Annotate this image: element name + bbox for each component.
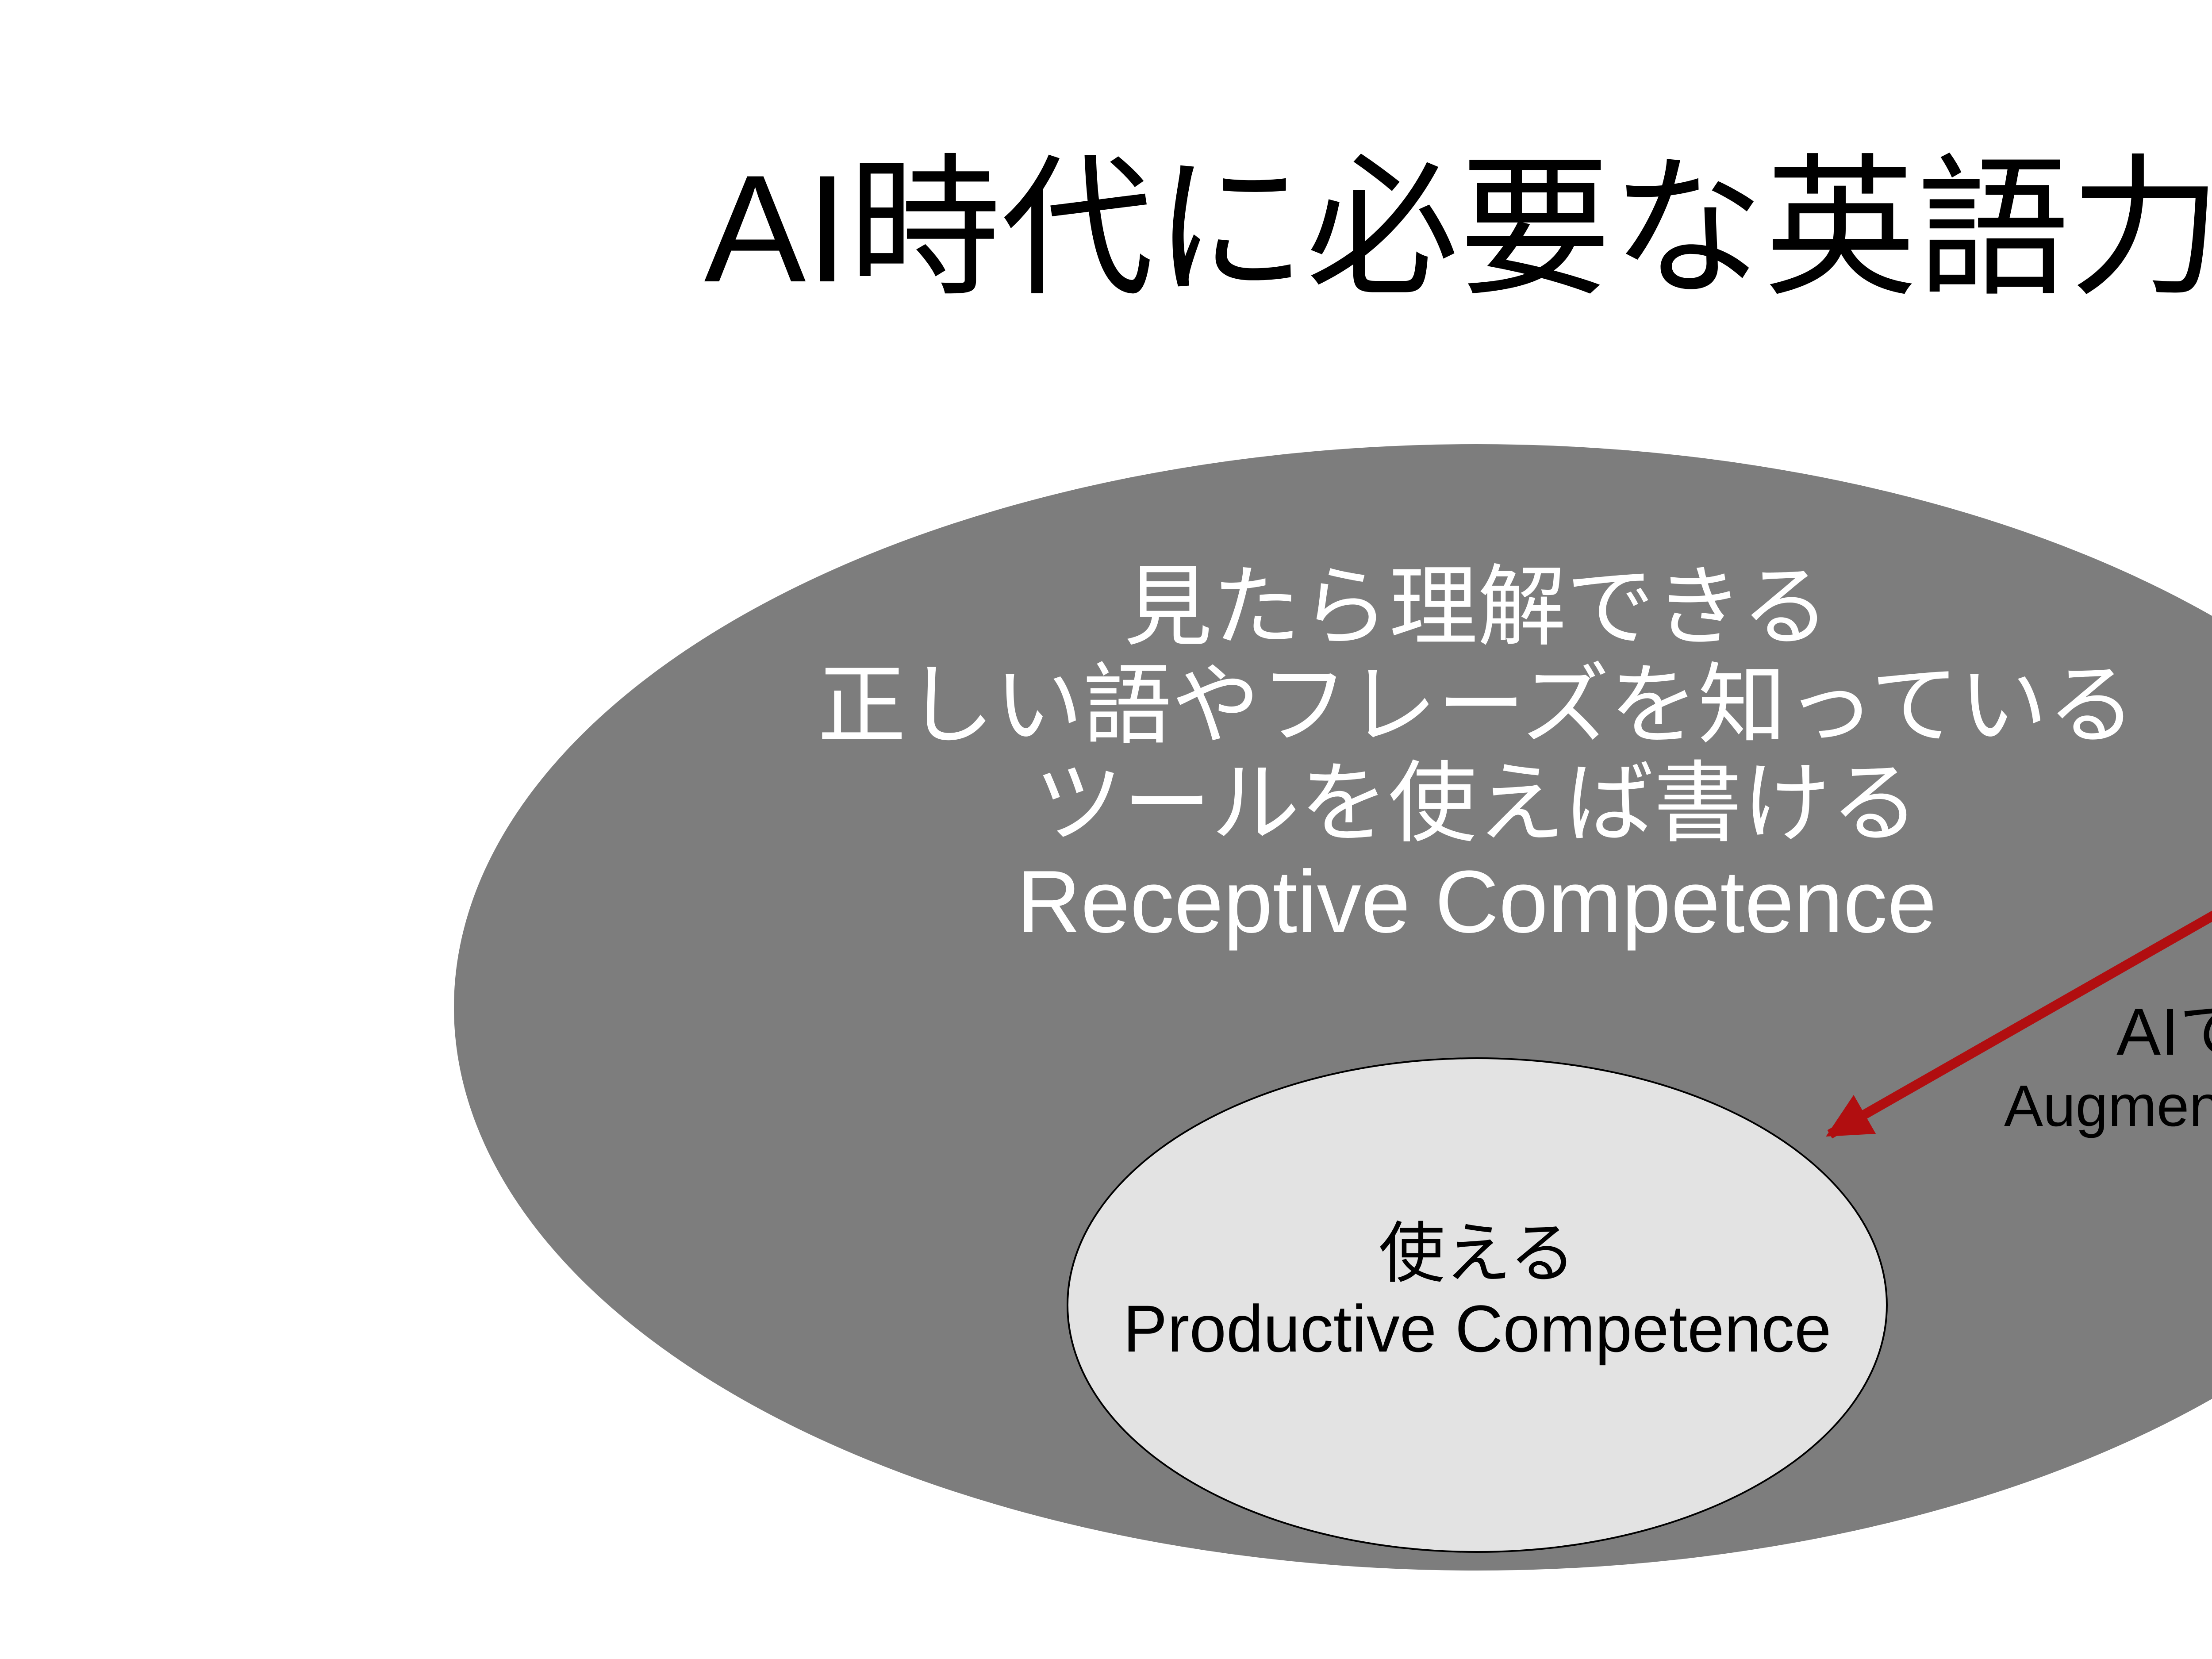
receptive-line-1: 見たら理解できる bbox=[1123, 558, 1830, 657]
productive-line-2: Productive Competence bbox=[1123, 1291, 1832, 1366]
receptive-line-4: Receptive Competence bbox=[1017, 853, 1937, 951]
slide-title: AI時代に必要な英語力 bbox=[704, 144, 2212, 314]
productive-competence-ellipse bbox=[1067, 1057, 1888, 1553]
receptive-competence-text: 見たら理解できる 正しい語やフレーズを知っている ツールを使えば書ける Rece… bbox=[454, 558, 2212, 951]
augmented-label-jp: AIで能力拡張 bbox=[2116, 995, 2212, 1069]
augmented-label-en: Augmented Competence bbox=[2004, 1073, 2212, 1138]
receptive-line-3: ツールを使えば書ける bbox=[1034, 754, 1919, 853]
productive-line-1: 使える bbox=[1379, 1216, 1576, 1290]
productive-competence-text: 使える Productive Competence bbox=[1067, 1216, 1888, 1366]
receptive-line-2: 正しい語やフレーズを知っている bbox=[817, 656, 2136, 755]
augmented-competence-label: AIで能力拡張 Augmented Competence bbox=[2004, 993, 2212, 1141]
